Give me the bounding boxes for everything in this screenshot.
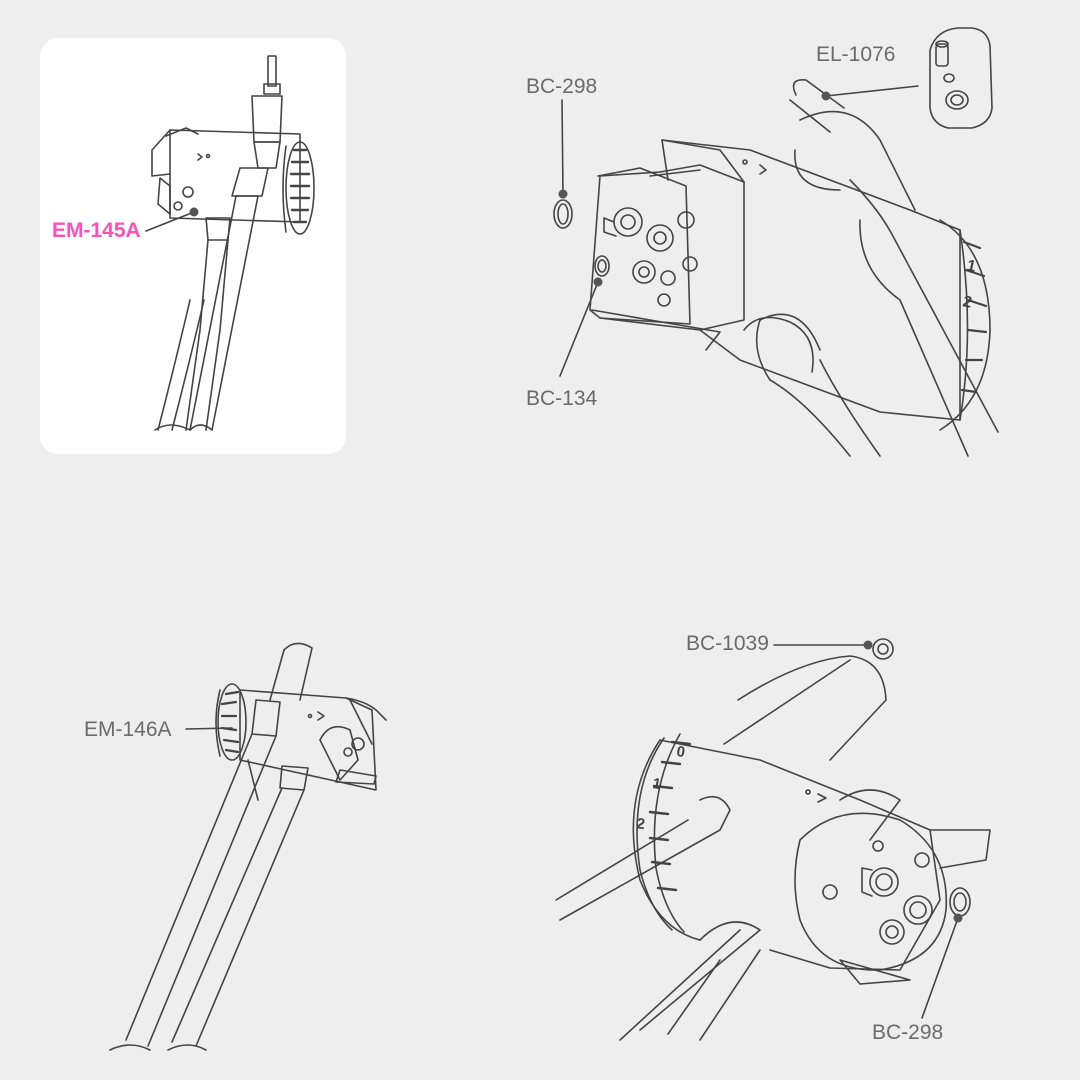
detail-top-leaders <box>559 85 919 377</box>
dial-number: 2 <box>635 815 646 833</box>
side-view-drawing <box>109 642 387 1051</box>
bc1039-ring <box>872 638 894 660</box>
label-em-146a: EM-146A <box>84 718 172 741</box>
overview-handle-drawing <box>151 55 315 431</box>
label-bc-298-bottom: BC-298 <box>872 1021 944 1044</box>
el1076-inset <box>929 27 993 129</box>
em145a-leader <box>145 211 195 232</box>
label-el-1076: EL-1076 <box>816 43 896 66</box>
label-bc-298-top: BC-298 <box>526 75 598 98</box>
label-bc-1039: BC-1039 <box>686 632 769 655</box>
bc134-ring <box>594 255 610 277</box>
detail-bottom-drawing <box>555 655 991 1041</box>
dial-number: 2 <box>961 293 973 311</box>
leader-dots <box>189 91 963 923</box>
detail-bottom-leaders <box>773 644 959 1019</box>
bc298-top-ring <box>553 199 573 229</box>
dial-number: 1 <box>965 257 977 275</box>
dial-number: 0 <box>675 743 686 761</box>
detail-top-drawing <box>589 78 999 457</box>
em146a-leader <box>185 727 233 730</box>
dial-number: 1 <box>651 775 662 793</box>
label-em-145a: EM-145A <box>52 219 141 242</box>
label-bc-134: BC-134 <box>526 387 598 410</box>
